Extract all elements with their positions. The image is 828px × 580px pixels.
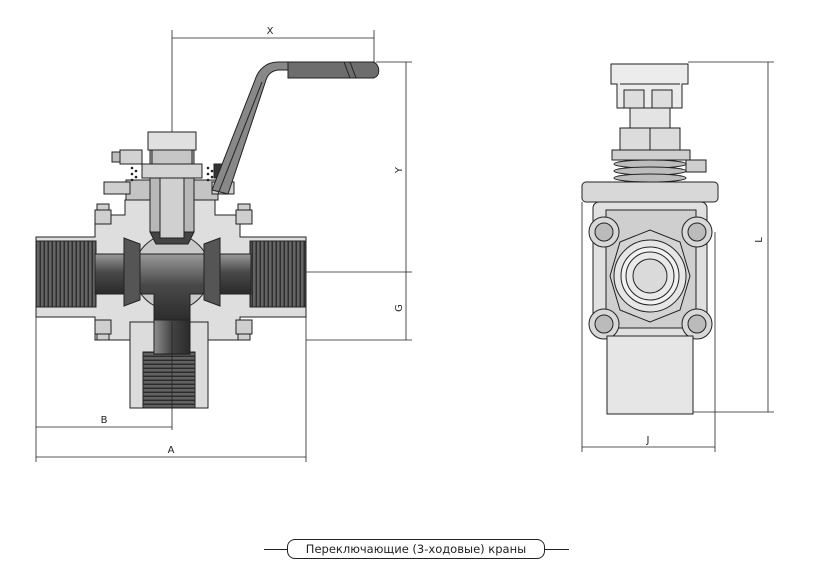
- side-bottom-port: [606, 335, 694, 415]
- dimension-lines-side: [581, 61, 774, 452]
- right-port-thread: [249, 240, 307, 308]
- caption-bar: Переключающие (3-ходовые) краны: [0, 534, 828, 564]
- caption-rule-right: [545, 549, 569, 550]
- dim-label-x: X: [267, 26, 274, 37]
- side-handle: [610, 63, 689, 109]
- body-bolts: [94, 203, 253, 341]
- left-port-thread: [35, 240, 97, 308]
- dimension-labels-front: X Y G B A: [101, 26, 405, 456]
- stem-nut-top: [147, 131, 197, 151]
- stop-screw: [119, 149, 143, 165]
- dim-label-b: B: [101, 415, 108, 426]
- dimension-labels-side: L J: [646, 237, 765, 446]
- ball-bore: [138, 254, 206, 322]
- front-section-view: [35, 61, 380, 409]
- bottom-port-thread: [142, 351, 196, 409]
- side-view: [581, 63, 719, 415]
- seat-right: [203, 237, 221, 307]
- gland-plate: [103, 181, 131, 195]
- caption-rule-left: [264, 549, 288, 550]
- dim-label-j: J: [646, 435, 650, 446]
- dim-label-g: G: [394, 304, 405, 312]
- handle-grip: [287, 61, 375, 79]
- dimension-lines-front: [35, 30, 412, 462]
- spring-packing: [130, 166, 214, 182]
- dim-label-y: Y: [394, 166, 405, 174]
- valve-technical-drawing: X Y G B A: [35, 26, 774, 462]
- handle: [211, 61, 373, 195]
- seat-left: [123, 237, 141, 307]
- side-bolts: [588, 216, 713, 340]
- dim-label-a: A: [168, 445, 175, 456]
- dim-label-l: L: [754, 237, 765, 243]
- caption-label: Переключающие (3-ходовые) краны: [287, 539, 545, 559]
- side-spring: [613, 159, 687, 183]
